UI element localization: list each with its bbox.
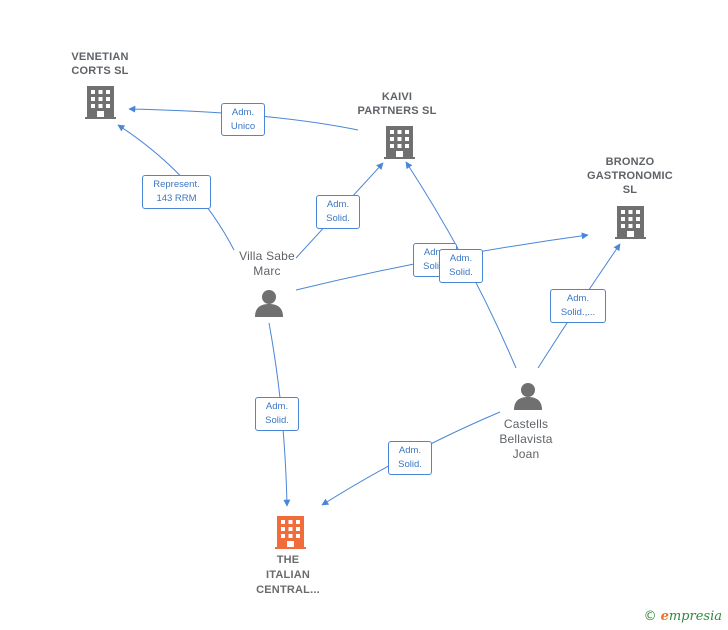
edge-label-line: Adm. bbox=[326, 199, 350, 210]
edge-label-castells-kaivi[interactable]: Adm. Solid. bbox=[439, 249, 483, 283]
edge-label-line: Solid. bbox=[398, 459, 422, 470]
building-icon[interactable] bbox=[85, 86, 116, 119]
building-icon[interactable] bbox=[615, 206, 646, 239]
edge-label-line: Adm. bbox=[231, 107, 255, 118]
edge-label-kaivi-venetian[interactable]: Adm. Unico bbox=[221, 103, 265, 136]
company-label-venetian[interactable]: VENETIAN CORTS SL bbox=[40, 50, 160, 78]
company-label-bronzo[interactable]: BRONZO GASTRONOMIC SL bbox=[570, 155, 690, 197]
label-line: THE bbox=[276, 554, 300, 566]
edge-label-castells-bronzo[interactable]: Adm. Solid.,... bbox=[550, 289, 606, 323]
label-line: Villa Sabe bbox=[239, 249, 295, 263]
label-line: ITALIAN bbox=[266, 569, 310, 581]
label-line: BRONZO bbox=[605, 156, 655, 168]
label-line: Marc bbox=[253, 264, 281, 278]
person-label-villa[interactable]: Villa Sabe Marc bbox=[207, 249, 327, 279]
label-line: Joan bbox=[512, 447, 540, 461]
person-icon[interactable] bbox=[514, 383, 542, 410]
label-line: GASTRONOMIC bbox=[587, 170, 673, 182]
edge-label-line: Represent. bbox=[153, 179, 200, 190]
edge-label-line: Solid. bbox=[265, 415, 289, 426]
edge-label-line: 143 RRM bbox=[156, 193, 197, 204]
edge-label-line: Adm. bbox=[398, 445, 422, 456]
brand-initial: e bbox=[660, 609, 669, 624]
edge-label-villa-venetian[interactable]: Represent. 143 RRM bbox=[142, 175, 211, 209]
edge-label-line: Unico bbox=[230, 121, 256, 132]
building-icon-focus[interactable] bbox=[275, 516, 306, 549]
label-line: Bellavista bbox=[499, 432, 553, 446]
label-line: SL bbox=[622, 184, 638, 196]
label-line: CENTRAL... bbox=[256, 584, 320, 596]
edge-label-line: Solid. bbox=[423, 261, 447, 272]
edge-label-line: Adm. bbox=[265, 401, 289, 412]
copyright-symbol: © bbox=[643, 609, 657, 624]
company-label-italian[interactable]: THE ITALIAN CENTRAL... bbox=[228, 553, 348, 598]
person-icon[interactable] bbox=[255, 290, 283, 317]
edge-label-line: Solid.,... bbox=[560, 307, 596, 318]
building-icon[interactable] bbox=[384, 126, 415, 159]
person-label-castells[interactable]: Castells Bellavista Joan bbox=[466, 417, 586, 462]
edge-label-castells-italian[interactable]: Adm. Solid. bbox=[388, 441, 432, 475]
label-line: VENETIAN bbox=[71, 51, 129, 63]
edge-label-line: Solid. bbox=[449, 267, 473, 278]
label-line: Castells bbox=[503, 417, 549, 431]
label-line: CORTS SL bbox=[71, 65, 129, 77]
edge-label-line: Adm. bbox=[423, 247, 447, 258]
empresia-logo: ©empresia bbox=[644, 609, 722, 624]
label-line: PARTNERS SL bbox=[357, 105, 437, 117]
edge-label-villa-kaivi[interactable]: Adm. Solid. bbox=[316, 195, 360, 229]
edge-label-line: Solid. bbox=[326, 213, 350, 224]
edge-label-line: Adm. bbox=[566, 293, 590, 304]
edge-label-villa-italian[interactable]: Adm. Solid. bbox=[255, 397, 299, 431]
label-line: KAIVI bbox=[381, 91, 413, 103]
company-label-kaivi[interactable]: KAIVI PARTNERS SL bbox=[337, 90, 457, 118]
brand-name: mpresia bbox=[668, 609, 722, 624]
edge-label-line: Adm. bbox=[449, 253, 473, 264]
